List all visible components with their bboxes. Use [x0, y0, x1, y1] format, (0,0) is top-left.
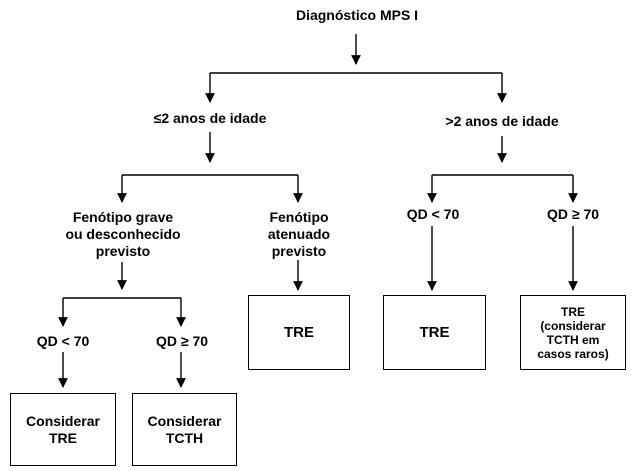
box-considerar-tcth-line2: TCTH: [165, 429, 204, 446]
node-fenotipo-atenuado: Fenótipo atenuado previsto: [268, 209, 330, 260]
node-fenotipo-atenuado-line3: previsto: [271, 243, 327, 259]
node-fenotipo-atenuado-line1: Fenótipo: [269, 209, 329, 225]
node-qd-lt70-right: QD < 70: [406, 206, 460, 222]
node-fenotipo-grave-line3: previsto: [95, 243, 151, 259]
box-tre-tcth: TRE (considerar TCTH em casos raros): [520, 295, 626, 370]
node-qd-lt70-left: QD < 70: [36, 333, 90, 349]
node-fenotipo-grave-line2: ou desconhecido: [65, 226, 181, 242]
box-considerar-tcth-line1: Considerar: [147, 412, 222, 429]
node-fenotipo-grave: Fenótipo grave ou desconhecido previsto: [65, 209, 180, 260]
box-considerar-tre-line2: TRE: [49, 429, 77, 446]
box-tre-tcth-line4: casos raros): [537, 346, 609, 361]
box-tre-atenuado-label: TRE: [284, 324, 314, 341]
node-fenotipo-atenuado-line2: atenuado: [267, 226, 331, 242]
node-age-gt2: >2 anos de idade: [445, 113, 559, 129]
box-considerar-tcth: Considerar TCTH: [132, 393, 237, 466]
box-tre-tcth-line1: TRE: [561, 304, 585, 319]
box-tre-tcth-line2: (considerar: [540, 318, 606, 333]
node-qd-ge70-right: QD ≥ 70: [546, 206, 600, 222]
node-root: Diagnóstico MPS I: [295, 7, 419, 23]
node-qd-ge70-left: QD ≥ 70: [155, 333, 209, 349]
box-tre-qd-lt70-label: TRE: [419, 324, 450, 341]
box-considerar-tre: Considerar TRE: [10, 393, 116, 466]
box-considerar-tre-line1: Considerar: [26, 412, 100, 429]
box-tre-qd-lt70: TRE: [383, 295, 486, 370]
node-fenotipo-grave-line1: Fenótipo grave: [72, 209, 174, 225]
box-tre-atenuado: TRE: [248, 295, 350, 370]
box-tre-tcth-line3: TCTH em: [546, 332, 600, 347]
node-age-le2: ≤2 anos de idade: [153, 110, 267, 126]
